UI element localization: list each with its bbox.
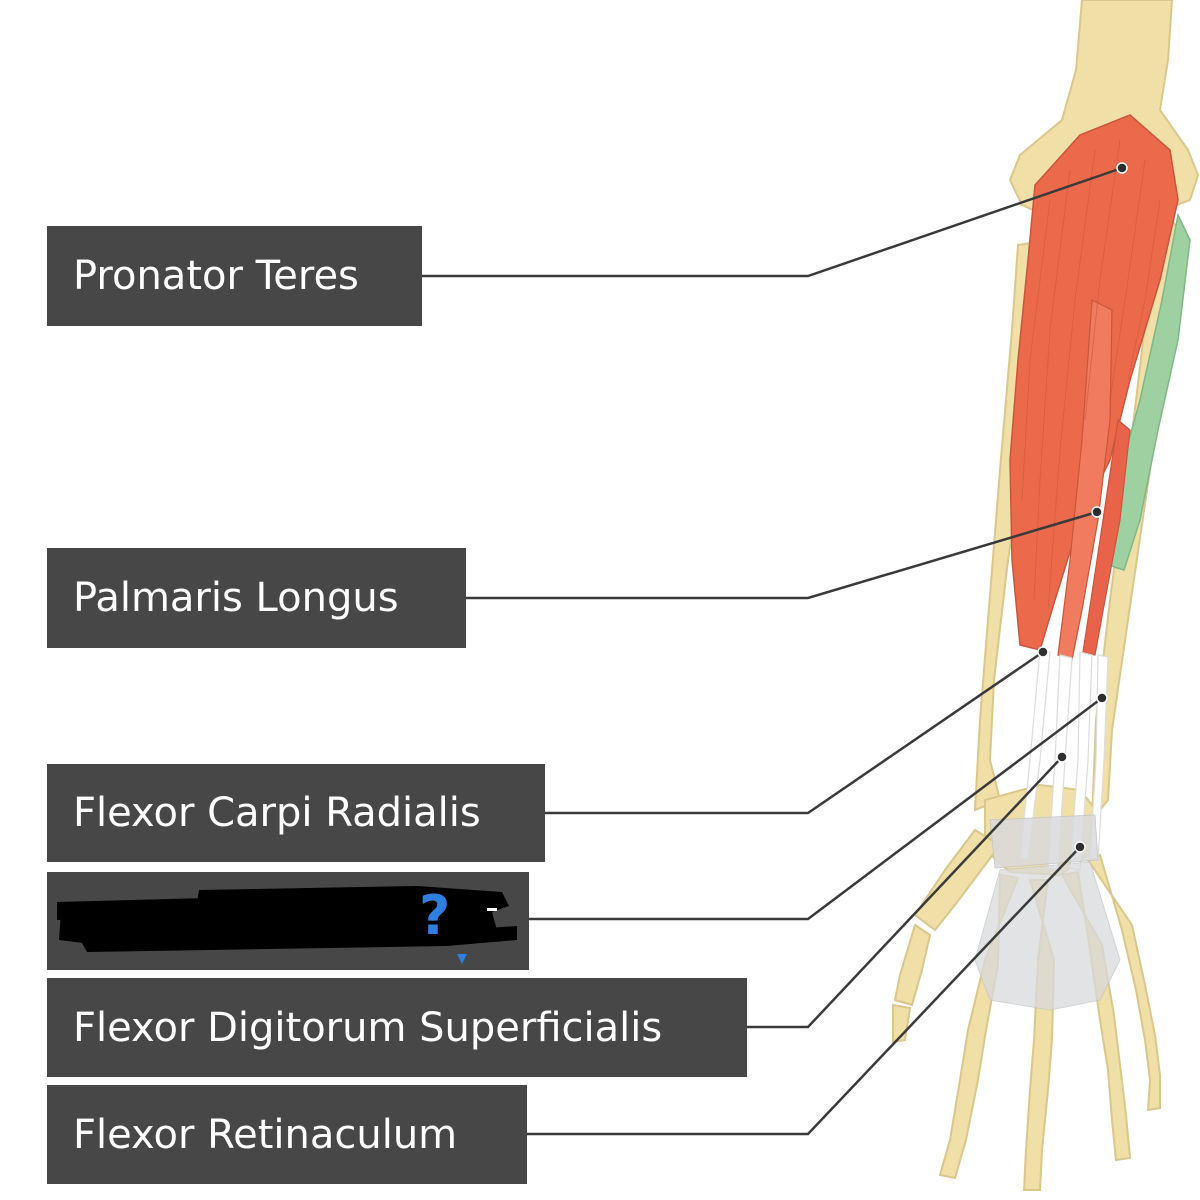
thumb-phalanx-1 — [893, 923, 932, 1007]
label-redacted: ? — [47, 872, 529, 970]
redaction-scribble: ? — [57, 884, 517, 964]
green-muscle — [1107, 212, 1191, 571]
blue-drip — [457, 954, 467, 964]
leader-palmaris-longus — [466, 510, 1098, 600]
muscles — [1009, 114, 1191, 661]
leader-lines — [422, 166, 1123, 1136]
leader-redacted — [529, 697, 1103, 921]
leader-pronator-teres — [422, 166, 1123, 278]
leader-flexor-digitorum-superficialis — [747, 756, 1063, 1029]
label-flexor-carpi-radialis: Flexor Carpi Radialis — [47, 764, 545, 862]
little-finger — [1086, 853, 1161, 1112]
label-flexor-carpi-radialis-text: Flexor Carpi Radialis — [73, 790, 481, 836]
palmar-aponeurosis — [974, 861, 1121, 1011]
leader-flexor-retinaculum — [527, 846, 1081, 1136]
flexor-carpi-radialis-muscle — [1082, 418, 1131, 656]
label-flexor-retinaculum: Flexor Retinaculum — [47, 1085, 527, 1184]
leader-dots — [1037, 162, 1128, 853]
label-pronator-teres-text: Pronator Teres — [73, 253, 359, 299]
label-palmaris-longus-text: Palmaris Longus — [73, 575, 399, 621]
palmaris-longus-muscle — [1057, 299, 1113, 661]
thumb-phalanx-2 — [892, 1003, 912, 1044]
label-palmaris-longus: Palmaris Longus — [47, 548, 466, 648]
label-flexor-retinaculum-text: Flexor Retinaculum — [73, 1111, 458, 1158]
label-flexor-digitorum-superficialis-text: Flexor Digitorum Superficialis — [73, 1004, 663, 1051]
leader-flexor-carpi-radialis — [545, 650, 1044, 815]
flexor-retinaculum-band — [989, 814, 1099, 869]
label-flexor-digitorum-superficialis: Flexor Digitorum Superficialis — [47, 978, 747, 1077]
question-mark: ? — [419, 884, 450, 947]
label-pronator-teres: Pronator Teres — [47, 226, 422, 326]
